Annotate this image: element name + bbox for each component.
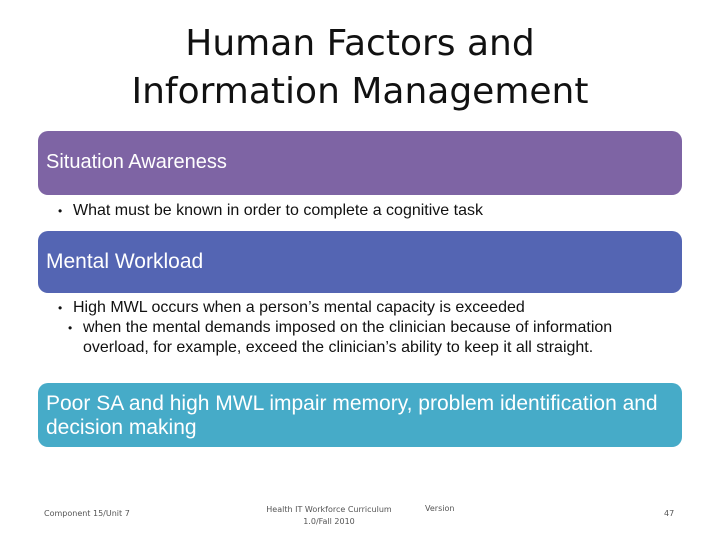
footer-curriculum: Health IT Workforce Curriculum 1.0/Fall …	[254, 504, 404, 528]
section-heading-mental-workload: Mental Workload	[38, 231, 682, 293]
title-line-2: Information Management	[131, 71, 589, 112]
footer-version: Version	[425, 504, 455, 513]
slide-title: Human Factors and Information Management	[60, 20, 660, 116]
conclusion-banner: Poor SA and high MWL impair memory, prob…	[38, 383, 682, 447]
footer-component: Component 15/Unit 7	[44, 509, 130, 518]
mental-workload-bullets: • High MWL occurs when a person’s mental…	[55, 298, 675, 358]
footer-curriculum-line-2: 1.0/Fall 2010	[303, 517, 355, 526]
sub-bullet-text: when the mental demands imposed on the c…	[83, 319, 613, 356]
bullet-item: • High MWL occurs when a person’s mental…	[55, 298, 675, 318]
page-number: 47	[664, 509, 675, 518]
section-heading-situation-awareness: Situation Awareness	[38, 131, 682, 195]
title-line-1: Human Factors and	[185, 23, 535, 64]
bullet-dot-icon: •	[58, 301, 63, 315]
bullet-item: • What must be known in order to complet…	[55, 201, 675, 221]
bullet-dot-icon: •	[58, 204, 63, 218]
bullet-text: High MWL occurs when a person’s mental c…	[73, 299, 525, 316]
situation-awareness-bullets: • What must be known in order to complet…	[55, 201, 675, 221]
footer-curriculum-line-1: Health IT Workforce Curriculum	[266, 505, 392, 514]
sub-bullet-item: • when the mental demands imposed on the…	[65, 318, 675, 358]
bullet-text: What must be known in order to complete …	[73, 202, 483, 219]
bullet-dot-icon: •	[68, 321, 73, 335]
